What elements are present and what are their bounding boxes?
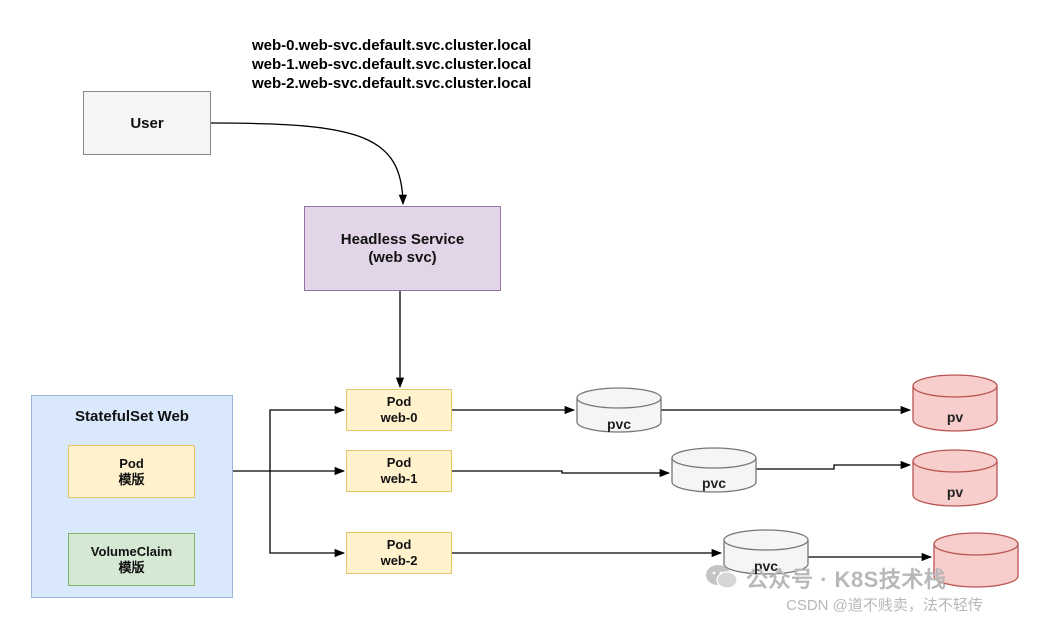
edge-pvc-1-to-pv <box>756 460 912 470</box>
pod-web-2-node: Pod web-2 <box>346 532 452 574</box>
pod-web-1-line1: Pod <box>386 455 412 470</box>
pvc-2-label: pvc <box>753 558 779 574</box>
pvc-1-label: pvc <box>701 475 727 491</box>
user-node: User <box>83 91 211 155</box>
pod-web-0-line1: Pod <box>386 394 412 409</box>
headless-service-title: Headless Service <box>340 230 465 248</box>
dns-name-web-1: web-1.web-svc.default.svc.cluster.local <box>252 56 532 73</box>
user-label: User <box>130 114 164 132</box>
edge-user-to-service <box>210 122 408 206</box>
pv-1-label: pv <box>946 484 964 500</box>
pvc-0-label: pvc <box>606 416 632 432</box>
pv-0-label: pv <box>946 409 964 425</box>
pv-cylinder-2 <box>933 532 1019 588</box>
pod-web-0-node: Pod web-0 <box>346 389 452 431</box>
volumeclaim-template-node: VolumeClaim 模版 <box>68 533 195 586</box>
pvc-cylinder-1 <box>671 447 757 493</box>
pod-web-0-line2: web-0 <box>380 410 418 425</box>
dns-name-web-2: web-2.web-svc.default.svc.cluster.local <box>252 75 532 92</box>
wechat-icon <box>706 565 738 589</box>
pv-cylinder-0 <box>912 374 998 432</box>
pod-template-line2: 模版 <box>118 471 145 487</box>
pvc-cylinder-2 <box>723 529 809 575</box>
watermark-csdn: CSDN @道不贱卖，法不轻传 <box>786 597 983 614</box>
edge-template-to-pod-web-0 <box>269 405 346 471</box>
pod-template-node: Pod 模版 <box>68 445 195 498</box>
volumeclaim-template-line2: 模版 <box>118 559 145 575</box>
pod-web-2-line1: Pod <box>386 537 412 552</box>
pod-web-1-line2: web-1 <box>380 471 418 486</box>
pod-template-line1: Pod <box>119 455 144 471</box>
statefulset-title: StatefulSet Web <box>75 408 189 425</box>
volumeclaim-template-line1: VolumeClaim <box>90 543 173 559</box>
pod-web-2-line2: web-2 <box>380 553 418 568</box>
dns-names: web-0.web-svc.default.svc.cluster.local … <box>252 36 531 93</box>
pod-web-1-node: Pod web-1 <box>346 450 452 492</box>
headless-service-subtitle: (web svc) <box>368 248 437 266</box>
headless-service-node: Headless Service (web svc) <box>304 206 501 291</box>
dns-name-web-0: web-0.web-svc.default.svc.cluster.local <box>252 37 532 54</box>
pvc-cylinder-0 <box>576 387 662 433</box>
edge-pod-web-1-to-pvc <box>452 468 671 478</box>
pv-cylinder-1 <box>912 449 998 507</box>
edge-template-to-pod-web-2 <box>269 471 346 558</box>
watermark-account: 公众号 · K8S技术栈 <box>746 567 947 592</box>
